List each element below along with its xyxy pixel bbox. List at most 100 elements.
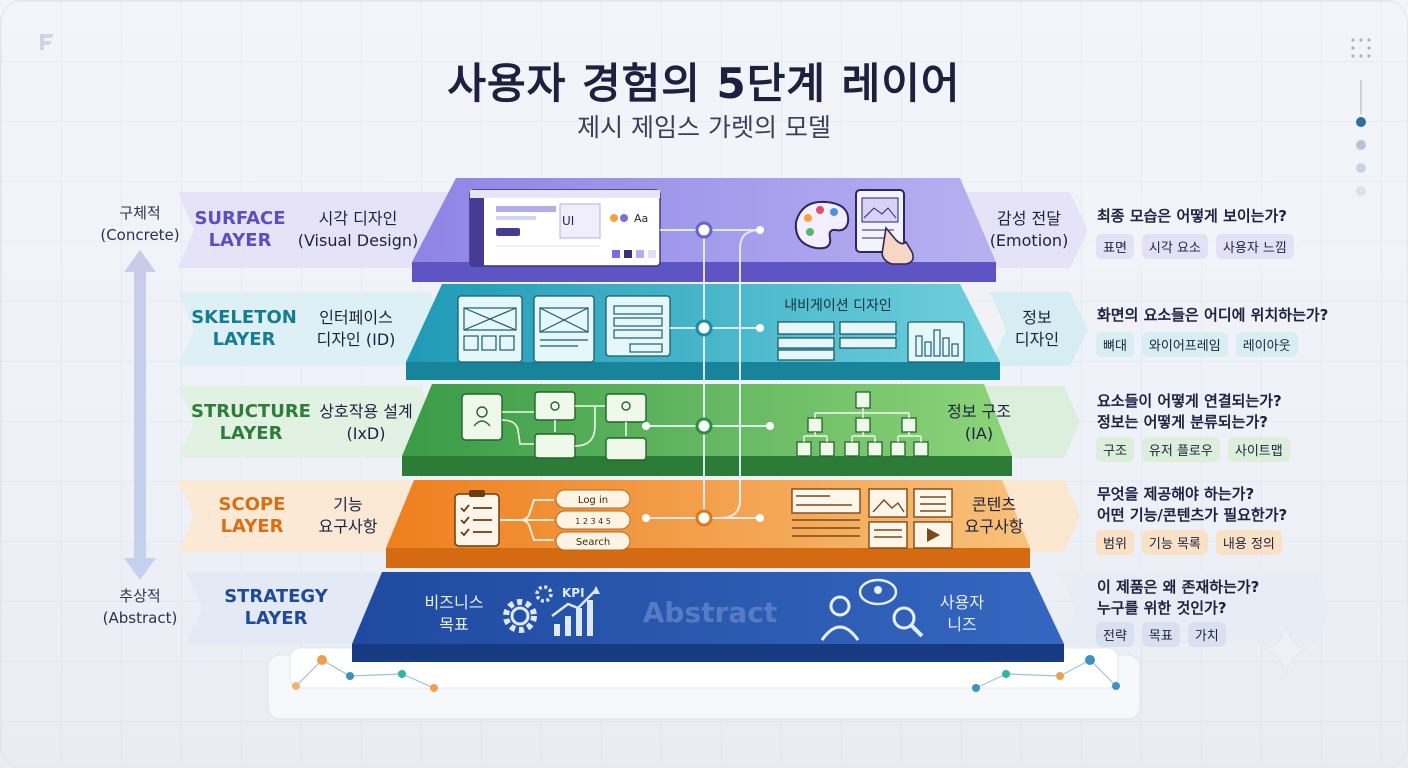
mock-aa-label: Aa <box>634 212 648 225</box>
skeleton-name-line1: SKELETON <box>191 307 297 328</box>
scope-left-ribbon <box>178 480 426 552</box>
surface-left-line1: 시각 디자인 <box>318 209 398 228</box>
strategy-left-line1: 비즈니스 <box>424 593 484 612</box>
pager-dot-active[interactable] <box>1356 117 1366 127</box>
strategy-right-desc: 사용자 니즈 <box>926 592 998 636</box>
strategy-question: 이 제품은 왜 존재하는가? 누구를 위한 것인가? <box>1097 577 1259 619</box>
tag-chip: 유저 플로우 <box>1141 437 1220 462</box>
nav-design-label: 내비게이션 디자인 <box>784 298 892 314</box>
scope-name-line1: SCOPE <box>218 494 286 515</box>
gear-icon <box>503 599 537 633</box>
surface-left-line2: (Visual Design) <box>297 231 419 250</box>
mock-ui-label: UI <box>562 214 574 228</box>
structure-tags: 구조 유저 플로우 사이트맵 <box>1096 437 1290 462</box>
strategy-left-ribbon <box>186 572 396 644</box>
tag-chip: 표면 <box>1096 234 1134 259</box>
tag-chip: 와이어프레임 <box>1141 332 1228 357</box>
structure-name-line1: STRUCTURE <box>191 401 311 422</box>
tag-chip: 구조 <box>1096 437 1134 462</box>
surface-slab: UI Aa <box>412 178 996 282</box>
page-subtitle: 제시 제임스 가렛의 모델 <box>577 113 831 142</box>
kpi-chart-icon: KPI <box>551 586 600 636</box>
structure-left-ribbon <box>178 386 436 458</box>
surface-question: 최종 모습은 어떻게 보이는가? <box>1097 206 1287 227</box>
skeleton-right-line2: 디자인 <box>1014 330 1060 349</box>
tag-chip: 사용자 느낌 <box>1215 234 1294 259</box>
skeleton-left-ribbon <box>178 292 446 366</box>
surface-layer-name: SURFACE LAYER <box>188 208 292 252</box>
scope-right-line1: 콘텐츠 <box>971 495 1017 514</box>
strategy-left-desc: 비즈니스 목표 <box>412 592 496 636</box>
scope-right-line2: 요구사항 <box>964 517 1024 536</box>
vertical-double-arrow <box>124 250 156 580</box>
axis-concrete-ko: 구체적 <box>119 204 161 222</box>
structure-right-desc: 정보 구조 (IA) <box>938 401 1020 445</box>
scope-tags: 범위 기능 목록 내용 정의 <box>1096 530 1282 555</box>
skeleton-name-line2: LAYER <box>212 329 276 350</box>
structure-left-line2: (IxD) <box>346 424 386 443</box>
play-icon <box>927 528 940 542</box>
scope-left-line2: 요구사항 <box>318 517 378 536</box>
strategy-right-line1: 사용자 <box>939 593 985 612</box>
skeleton-layer-name: SKELETON LAYER <box>188 307 300 351</box>
search-pill: Search <box>576 537 610 548</box>
surface-tags: 표면 시각 요소 사용자 느낌 <box>1096 234 1294 259</box>
color-palette-icon <box>794 200 850 250</box>
surface-name-line1: SURFACE <box>194 208 286 229</box>
surface-name-line2: LAYER <box>208 230 272 251</box>
pager-dot[interactable] <box>1356 163 1366 173</box>
skeleton-left-line2: 디자인 (ID) <box>316 330 396 349</box>
pager-dot[interactable] <box>1356 186 1366 196</box>
connector-nodes <box>642 221 774 527</box>
strategy-question-line1: 이 제품은 왜 존재하는가? <box>1097 578 1260 596</box>
surface-right-desc: 감성 전달 (Emotion) <box>988 208 1070 252</box>
pager-dot[interactable] <box>1356 140 1366 150</box>
skeleton-right-ribbon <box>990 292 1088 366</box>
magnifier-icon <box>892 606 924 638</box>
brand-logo <box>40 34 54 50</box>
structure-layer-name: STRUCTURE LAYER <box>188 401 314 445</box>
strategy-right-line2: 니즈 <box>947 615 977 634</box>
structure-question: 요소들이 어떻게 연결되는가? 정보는 어떻게 분류되는가? <box>1097 391 1282 433</box>
strategy-tags: 전략 목표 가치 <box>1096 622 1226 647</box>
structure-right-line2: (IA) <box>964 424 994 443</box>
login-pill: Log in <box>578 495 608 506</box>
strategy-name-line2: LAYER <box>244 608 308 629</box>
grid-dots-icon[interactable] <box>1349 36 1373 60</box>
axis-abstract-label: 추상적 (Abstract) <box>90 585 190 629</box>
skeleton-question-line1: 화면의 요소들은 어디에 위치하는가? <box>1097 306 1329 324</box>
strategy-watermark: Abstract <box>643 596 777 629</box>
surface-right-line2: (Emotion) <box>989 231 1069 250</box>
scope-name-line2: LAYER <box>220 516 284 537</box>
page-title: 사용자 경험의 5단계 레이어 <box>447 59 961 108</box>
structure-name-line2: LAYER <box>219 423 283 444</box>
tag-chip: 레이아웃 <box>1235 332 1298 357</box>
tag-chip: 사이트맵 <box>1227 437 1290 462</box>
scope-right-desc: 콘텐츠 요구사항 <box>958 494 1030 538</box>
tag-chip: 가치 <box>1187 622 1226 647</box>
scope-left-desc: 기능 요구사항 <box>300 494 396 538</box>
user-thinking-icon <box>820 578 898 641</box>
scope-question-line1: 무엇을 제공해야 하는가? <box>1097 485 1255 503</box>
steps-pill: 1 2 3 4 5 <box>575 517 611 526</box>
page-indicator <box>1355 80 1367 200</box>
skeleton-question: 화면의 요소들은 어디에 위치하는가? <box>1097 305 1328 326</box>
structure-question-line1: 요소들이 어떻게 연결되는가? <box>1097 392 1282 410</box>
strategy-question-line2: 누구를 위한 것인가? <box>1097 599 1227 617</box>
content-documents-icon <box>791 488 953 549</box>
structure-left-line1: 상호작용 설계 <box>319 402 413 421</box>
axis-concrete-en: (Concrete) <box>100 226 180 244</box>
pager-line <box>1360 80 1362 114</box>
tag-chip: 전략 <box>1096 622 1134 647</box>
strategy-left-line2: 목표 <box>439 615 469 634</box>
surface-left-desc: 시각 디자인 (Visual Design) <box>296 208 420 252</box>
scope-left-line1: 기능 <box>333 495 363 514</box>
scope-question-line2: 어떤 기능/콘텐츠가 필요한가? <box>1097 506 1288 524</box>
tag-chip: 범위 <box>1096 530 1134 555</box>
strategy-slab: Abstract KPI <box>352 572 1064 662</box>
tag-chip: 시각 요소 <box>1141 234 1208 259</box>
axis-abstract-en: (Abstract) <box>102 609 178 627</box>
surface-left-ribbon <box>178 192 468 268</box>
tag-chip: 내용 정의 <box>1215 530 1282 555</box>
sparkle-icon <box>1263 625 1309 675</box>
